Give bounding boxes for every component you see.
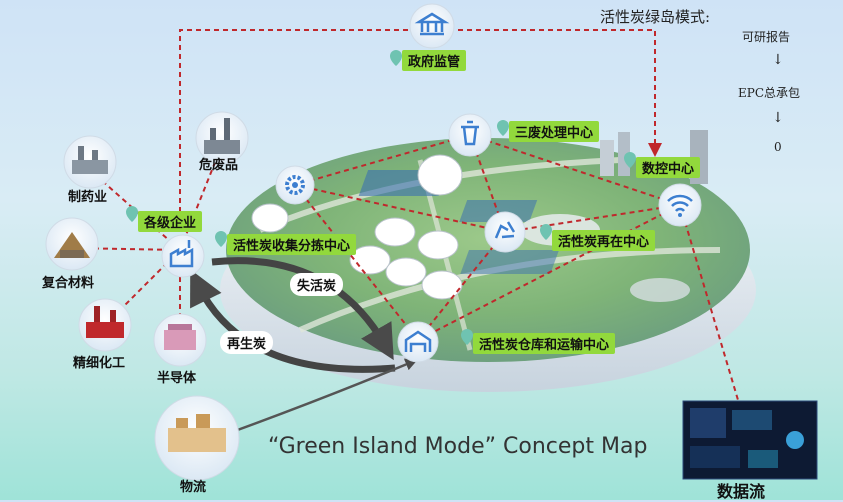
mode-title: 活性炭绿岛模式: [600, 8, 711, 26]
step-zero: 0 [774, 140, 782, 154]
gear-icon [275, 165, 315, 205]
trash-icon [448, 113, 492, 157]
step-epc-contract: EPC总承包 [738, 86, 801, 100]
enterprises-label: 各级企业 [138, 211, 203, 232]
recycle-icon [484, 211, 526, 253]
spent-carbon-label: 失活炭 [290, 273, 344, 296]
data-control-center-label: 数控中心 [636, 157, 701, 178]
warehouse-transport-center-label: 活性炭仓库和运输中心 [473, 333, 616, 354]
gov-icon [409, 3, 455, 49]
chemical-plant-icon [78, 298, 132, 352]
step-feasibility-report: 可研报告 [742, 30, 791, 44]
down-arrow-icon: ↓ [772, 52, 784, 68]
down-arrow-icon: ↓ [772, 110, 784, 126]
waste-treatment-center-label: 三废处理中心 [509, 121, 600, 142]
collection-sorting-center-label: 活性炭收集分拣中心 [227, 234, 357, 255]
data-dashboard-screen [682, 400, 818, 480]
composite-material-icon [45, 217, 99, 271]
pharma-factory-icon [63, 135, 117, 189]
location-pin-icon [126, 50, 636, 345]
pharma-label: 制药业 [68, 190, 108, 205]
regenerated-carbon-label: 再生炭 [220, 331, 274, 354]
semiconductor-label: 半导体 [157, 371, 197, 386]
logistics-label: 物流 [180, 480, 207, 495]
diagram-caption: “Green Island Mode” Concept Map [268, 434, 648, 459]
wifi-icon [658, 183, 702, 227]
composite-materials-label: 复合材料 [42, 276, 95, 291]
hazard-factory-icon [195, 111, 249, 165]
warehouse-icon [397, 321, 439, 363]
regeneration-center-label: 活性炭再在中心 [552, 230, 656, 251]
fine-chemicals-label: 精细化工 [73, 356, 126, 371]
data-flow-label: 数据流 [717, 482, 766, 501]
gov-supervision-label: 政府监管 [402, 50, 467, 71]
hazardous-waste-label: 危废品 [199, 158, 239, 173]
semiconductor-icon [153, 313, 207, 367]
logistics-warehouse-icon [154, 395, 240, 481]
factory-icon [161, 234, 205, 278]
